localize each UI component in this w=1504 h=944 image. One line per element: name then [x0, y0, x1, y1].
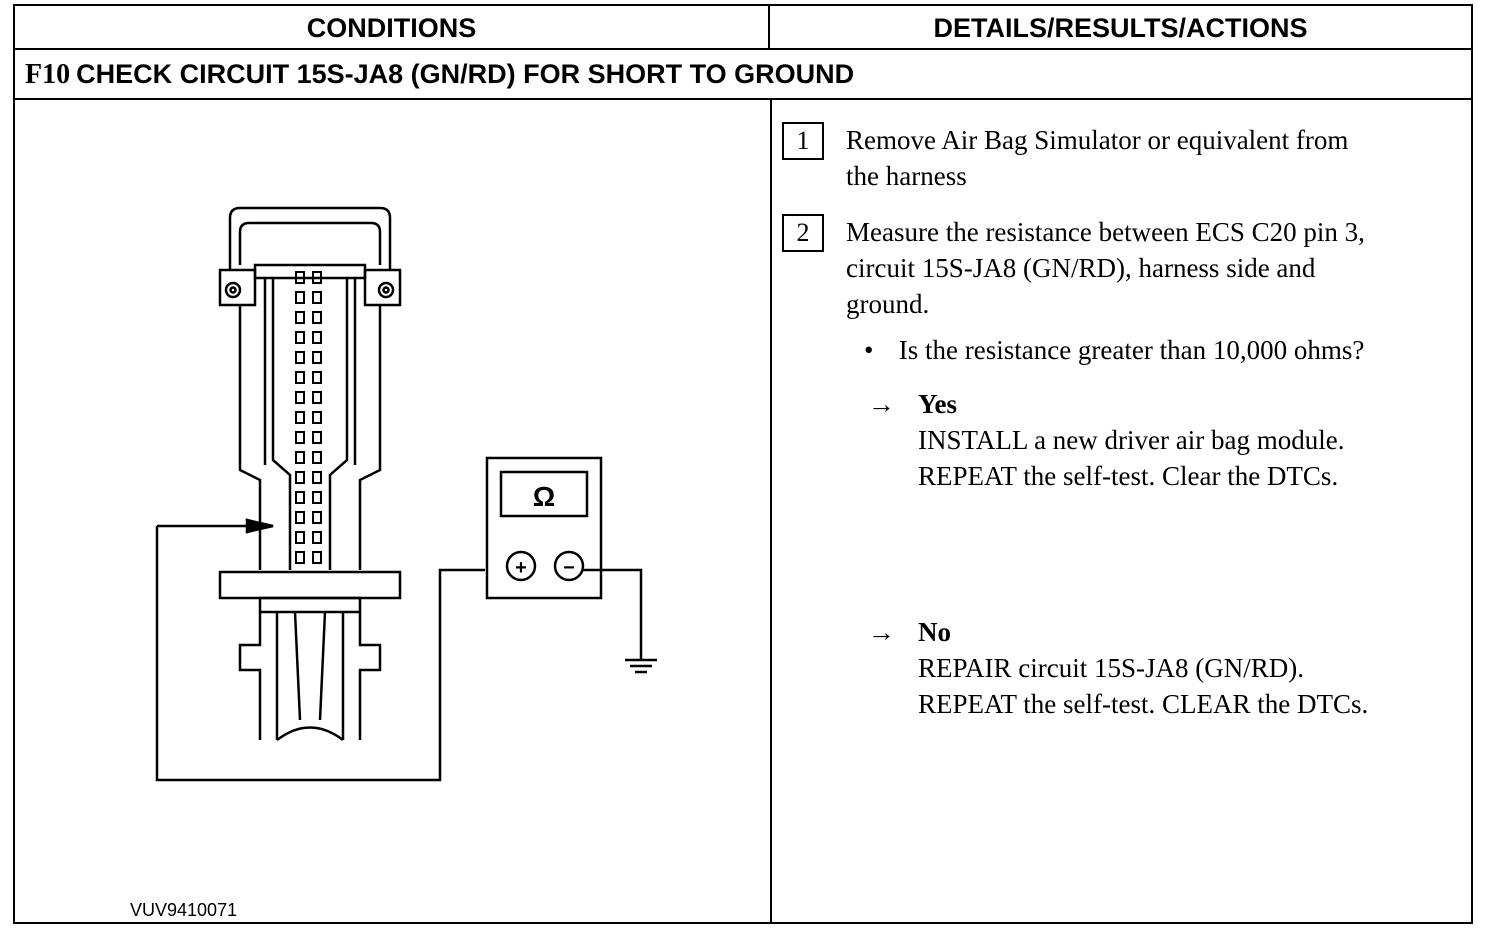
arrow-icon: → — [868, 617, 895, 647]
harness-sleeve — [238, 612, 382, 740]
step-line: Remove Air Bag Simulator or equivalent f… — [846, 125, 1349, 155]
no-result: → No REPAIR circuit 15S-JA8 (GN/RD). REPE… — [868, 614, 1368, 722]
no-label: No — [918, 617, 951, 647]
ohmmeter — [485, 456, 603, 600]
test-step-title: CHECK CIRCUIT 15S-JA8 (GN/RD) FOR SHORT … — [76, 59, 855, 89]
connector-diagram: Ω + − — [155, 206, 657, 782]
step-line: circuit 15S-JA8 (GN/RD), harness side an… — [846, 253, 1316, 283]
yes-label: Yes — [918, 389, 957, 419]
minus-terminal — [553, 550, 585, 582]
connector-ear-left — [218, 268, 257, 307]
step-text: Measure the resistance between ECS C20 p… — [846, 214, 1456, 322]
step-text: Remove Air Bag Simulator or equivalent f… — [846, 122, 1456, 194]
test-probe — [245, 518, 274, 534]
connector-handle — [228, 206, 392, 270]
conditions-cell: Ω + − VUV9410071 — [15, 100, 770, 922]
question-text: Is the resistance greater than 10,000 oh… — [898, 335, 1365, 365]
yes-action-line: INSTALL a new driver air bag module. — [918, 425, 1345, 455]
test-step-code: F10 — [25, 59, 71, 90]
step-number: 2 — [782, 214, 824, 252]
ohmmeter-display — [499, 470, 589, 518]
bullet-icon: • — [864, 335, 874, 365]
step-line: the harness — [846, 161, 967, 191]
connector-body — [238, 305, 382, 570]
conditions-header: CONDITIONS — [15, 6, 770, 50]
figure-id: VUV9410071 — [130, 900, 238, 920]
plus-terminal — [505, 550, 537, 582]
no-action-line: REPEAT the self-test. CLEAR the DTCs. — [918, 689, 1369, 719]
mount-hole-left — [224, 281, 242, 299]
connector-flange — [218, 570, 402, 600]
question: • Is the resistance greater than 10,000 … — [864, 332, 1364, 368]
plus-label: + — [515, 557, 527, 579]
details-cell: 1 Remove Air Bag Simulator or equivalent… — [772, 100, 1471, 922]
pin-cavities — [295, 271, 322, 564]
minus-label: − — [563, 557, 575, 579]
ohm-symbol: Ω — [533, 481, 555, 512]
no-action-line: REPAIR circuit 15S-JA8 (GN/RD). — [918, 653, 1305, 683]
ground-symbol — [625, 658, 657, 674]
details-header: DETAILS/RESULTS/ACTIONS — [770, 6, 1471, 50]
mount-hole-right — [377, 281, 395, 299]
connector-ear-right — [363, 268, 402, 307]
yes-result: → Yes INSTALL a new driver air bag module… — [868, 386, 1344, 494]
column-divider — [770, 100, 772, 922]
step-number: 1 — [782, 122, 824, 160]
step-line: Measure the resistance between ECS C20 p… — [846, 217, 1365, 247]
ground-lead-wire — [583, 568, 643, 660]
yes-action-line: REPEAT the self-test. Clear the DTCs. — [918, 461, 1339, 491]
step-line: ground. — [846, 289, 930, 319]
arrow-icon: → — [868, 389, 895, 419]
